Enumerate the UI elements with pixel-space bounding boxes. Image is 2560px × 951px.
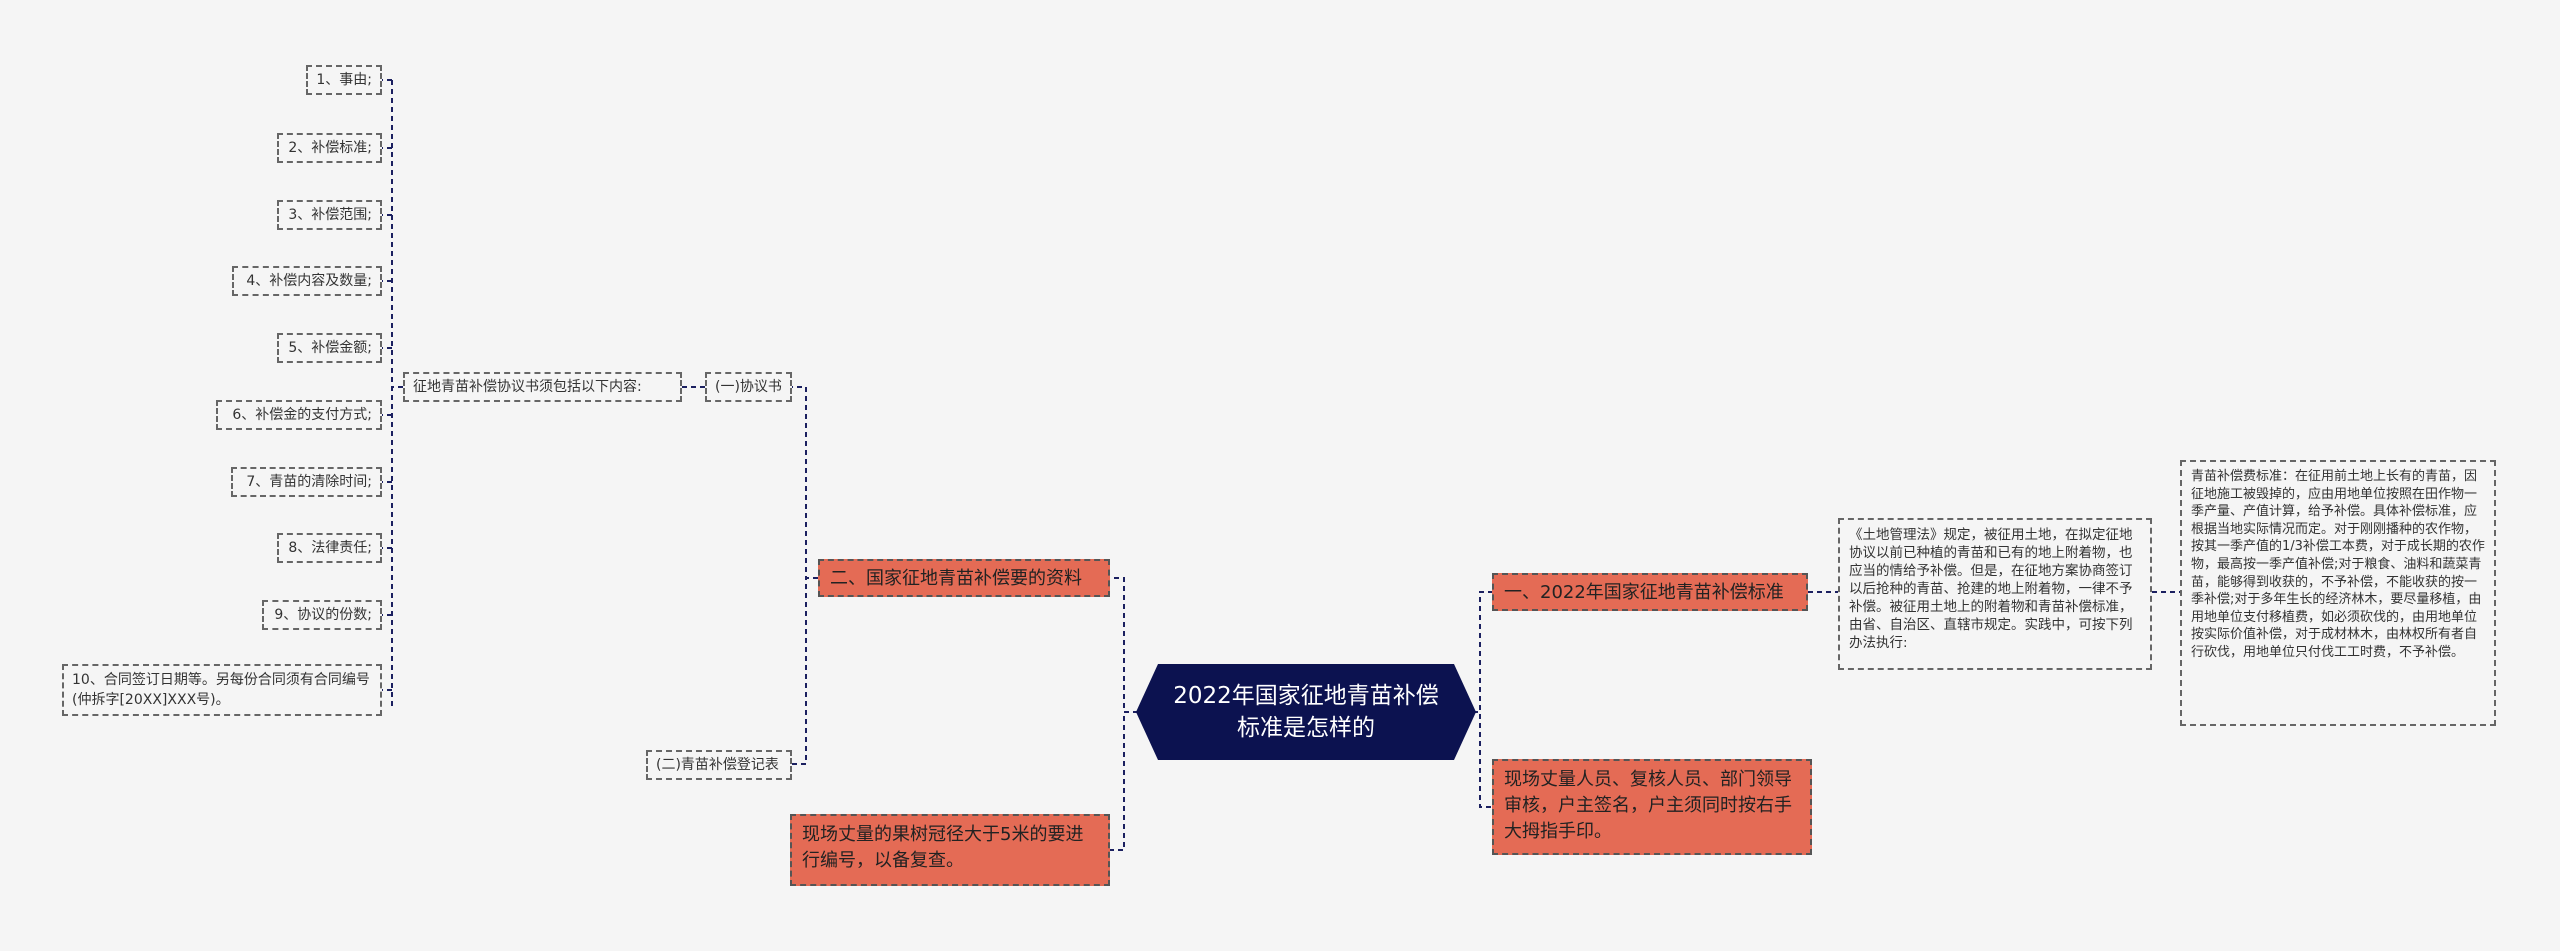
link-left1-agreement bbox=[792, 386, 818, 579]
branch-right-standard[interactable]: 一、2022年国家征地青苗补偿标准 bbox=[1492, 573, 1808, 611]
agreement-item[interactable]: 5、补偿金额; bbox=[277, 333, 382, 363]
agreement-content-label: 征地青苗补偿协议书须包括以下内容: bbox=[413, 379, 642, 395]
agreement-item[interactable]: 9、协议的份数; bbox=[262, 600, 382, 630]
branch-left-measure[interactable]: 现场丈量的果树冠径大于5米的要进行编号，以备复查。 bbox=[790, 814, 1110, 886]
branch-left-measure-label: 现场丈量的果树冠径大于5米的要进行编号，以备复查。 bbox=[802, 824, 1084, 871]
link-left1-register bbox=[792, 577, 818, 765]
root-title: 2022年国家征地青苗补偿标准是怎样的 bbox=[1173, 683, 1439, 741]
standard-detail-text: 《土地管理法》规定，被征用土地，在拟定征地协议以前已种植的青苗和已有的地上附着物… bbox=[1849, 527, 2133, 651]
link-root-left1 bbox=[1110, 577, 1138, 713]
branch-right-signing-label: 现场丈量人员、复核人员、部门领导审核，户主签名，户主须同时按右手大拇指手印。 bbox=[1504, 769, 1792, 842]
agreement-node[interactable]: (一)协议书 bbox=[705, 372, 792, 402]
standard-detail-note[interactable]: 《土地管理法》规定，被征用土地，在拟定征地协议以前已种植的青苗和已有的地上附着物… bbox=[1838, 518, 2152, 670]
agreement-item[interactable]: 2、补偿标准; bbox=[277, 133, 382, 163]
branch-right-signing[interactable]: 现场丈量人员、复核人员、部门领导审核，户主签名，户主须同时按右手大拇指手印。 bbox=[1492, 759, 1812, 855]
branch-left-materials[interactable]: 二、国家征地青苗补偿要的资料 bbox=[818, 559, 1110, 597]
branch-right-standard-label: 一、2022年国家征地青苗补偿标准 bbox=[1504, 582, 1784, 603]
compensation-standard-note[interactable]: 青苗补偿费标准：在征用前土地上长有的青苗，因征地施工被毁掉的，应由用地单位按照在… bbox=[2180, 460, 2496, 726]
agreement-item[interactable]: 8、法律责任; bbox=[277, 533, 382, 563]
agreement-label: (一)协议书 bbox=[715, 379, 782, 395]
agreement-item[interactable]: 4、补偿内容及数量; bbox=[232, 266, 382, 296]
agreement-content-node[interactable]: 征地青苗补偿协议书须包括以下内容: bbox=[403, 372, 682, 402]
agreement-item[interactable]: 6、补偿金的支付方式; bbox=[216, 400, 382, 430]
compensation-standard-text: 青苗补偿费标准：在征用前土地上长有的青苗，因征地施工被毁掉的，应由用地单位按照在… bbox=[2191, 469, 2485, 660]
agreement-item[interactable]: 10、合同签订日期等。另每份合同须有合同编号(仲拆字[20XX]XXX号)。 bbox=[62, 664, 382, 716]
link-root-right2 bbox=[1473, 711, 1492, 808]
link-content-items bbox=[382, 79, 403, 708]
agreement-item[interactable]: 1、事由; bbox=[306, 65, 382, 95]
agreement-item[interactable]: 7、青苗的清除时间; bbox=[231, 467, 382, 497]
agreement-item[interactable]: 3、补偿范围; bbox=[277, 200, 382, 230]
link-root-left2 bbox=[1110, 711, 1138, 851]
root-topic[interactable]: 2022年国家征地青苗补偿标准是怎样的 bbox=[1136, 664, 1476, 760]
register-node[interactable]: (二)青苗补偿登记表 bbox=[646, 750, 792, 780]
link-root-right1 bbox=[1473, 591, 1492, 713]
register-label: (二)青苗补偿登记表 bbox=[656, 757, 779, 773]
branch-left-materials-label: 二、国家征地青苗补偿要的资料 bbox=[830, 568, 1082, 589]
